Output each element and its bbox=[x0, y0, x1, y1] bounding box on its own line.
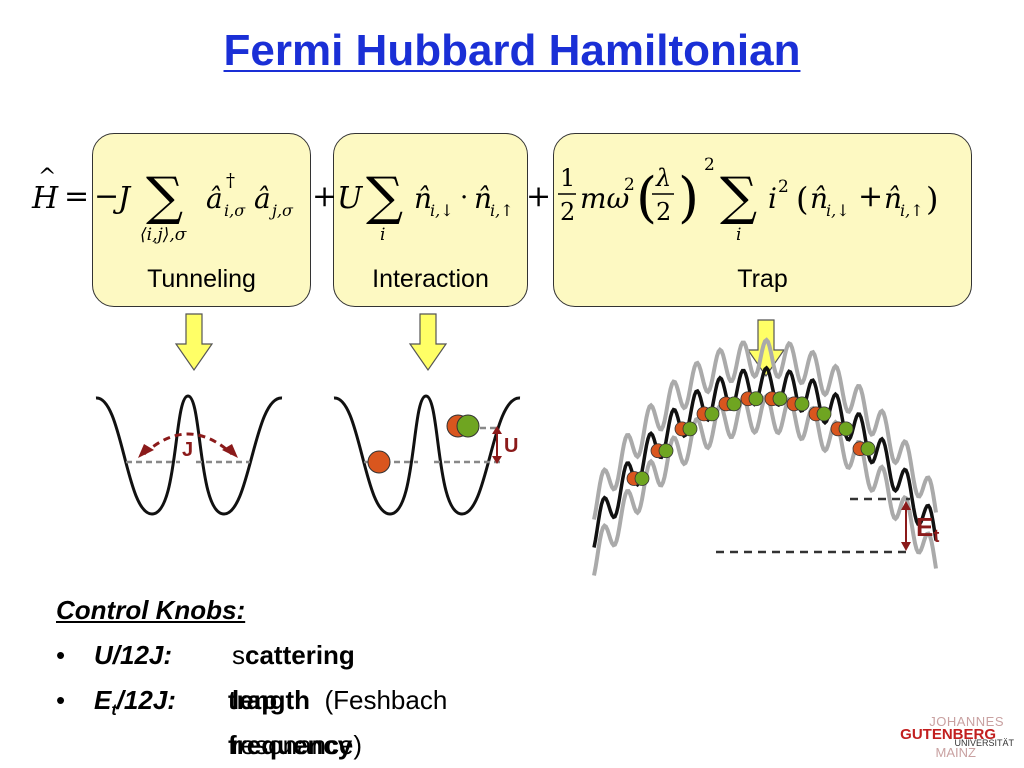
svg-text:n̂: n̂ bbox=[810, 182, 828, 215]
knob-param: E bbox=[94, 685, 112, 715]
svg-text:(: ( bbox=[636, 166, 657, 229]
atom bbox=[682, 421, 698, 437]
svg-text:H: H bbox=[31, 181, 59, 216]
control-knobs: Control Knobs: • U/12J: scattering lengt… bbox=[56, 588, 448, 760]
svg-text:n̂: n̂ bbox=[414, 182, 432, 215]
control-knobs-heading: Control Knobs: bbox=[56, 595, 246, 625]
atom bbox=[838, 421, 854, 437]
svg-text:+: + bbox=[858, 179, 883, 214]
interaction-box: Interaction bbox=[333, 133, 528, 307]
svg-text:^: ^ bbox=[38, 165, 56, 190]
svg-text:mω: mω bbox=[580, 182, 630, 215]
svg-text:2: 2 bbox=[778, 177, 789, 197]
svg-text:): ) bbox=[678, 166, 699, 229]
svg-text:2: 2 bbox=[656, 198, 671, 226]
svg-text:=: = bbox=[64, 179, 89, 214]
arrow-down-icon bbox=[174, 313, 214, 372]
trap-et-label: E bbox=[916, 512, 933, 542]
svg-text:â: â bbox=[254, 182, 271, 215]
svg-text:·: · bbox=[460, 183, 468, 213]
slide-title: Fermi Hubbard Hamiltonian bbox=[223, 26, 801, 75]
interaction-diagram: U bbox=[333, 394, 521, 516]
trap-box: Trap bbox=[553, 133, 972, 307]
svg-text:(: ( bbox=[796, 180, 808, 218]
svg-text:1: 1 bbox=[560, 164, 575, 192]
tunneling-box: Tunneling bbox=[92, 133, 311, 307]
svg-text:j,σ: j,σ bbox=[269, 201, 294, 220]
interaction-label: Interaction bbox=[372, 265, 489, 293]
list-item: • U/12J: scattering length (Feshbach res… bbox=[56, 640, 448, 760]
tunneling-j-label: J bbox=[182, 439, 193, 461]
svg-text:i,↑: i,↑ bbox=[490, 201, 514, 220]
atom bbox=[748, 391, 764, 407]
list-item: • Et/12J: trap frequency bbox=[56, 685, 353, 760]
atom bbox=[794, 396, 810, 412]
svg-text:): ) bbox=[926, 180, 938, 218]
svg-text:+: + bbox=[526, 179, 551, 214]
atom bbox=[658, 443, 674, 459]
atom bbox=[634, 471, 650, 486]
knob-value: cattering length bbox=[232, 640, 355, 715]
knob-value: trap frequency bbox=[228, 685, 353, 760]
svg-text:2: 2 bbox=[560, 198, 575, 226]
trap-label: Trap bbox=[737, 265, 788, 293]
tunneling-diagram: J bbox=[95, 394, 283, 516]
atom bbox=[860, 441, 876, 457]
svg-text:∑: ∑ bbox=[146, 167, 183, 227]
svg-text:†: † bbox=[226, 170, 235, 191]
svg-text:â: â bbox=[206, 182, 223, 215]
svg-text:i: i bbox=[736, 225, 741, 245]
atom bbox=[772, 391, 788, 407]
hamiltonian-equation: H ^ = − J ∑ ⟨i,j⟩,σ â † i,σ â j,σ + U ∑ … bbox=[31, 155, 938, 245]
svg-text:i: i bbox=[768, 182, 777, 215]
university-logo: JOHANNES GUTENBERG UNIVERSITÄT MAINZ bbox=[900, 714, 1014, 760]
svg-text:n̂: n̂ bbox=[474, 182, 492, 215]
knob-note: (Feshbach resonance) bbox=[232, 685, 448, 760]
svg-text:U: U bbox=[337, 181, 364, 216]
atom bbox=[704, 406, 720, 422]
svg-text:∑: ∑ bbox=[720, 167, 757, 227]
svg-text:n̂: n̂ bbox=[884, 182, 902, 215]
svg-text:i,↑: i,↑ bbox=[900, 201, 924, 220]
svg-text:2: 2 bbox=[704, 155, 715, 175]
svg-text:∑: ∑ bbox=[366, 167, 403, 227]
atom bbox=[726, 396, 742, 412]
svg-text:i,↓: i,↓ bbox=[826, 201, 850, 220]
knob-param: U/12J bbox=[94, 640, 164, 670]
svg-text:+: + bbox=[312, 179, 337, 214]
interaction-u-label: U bbox=[504, 435, 518, 457]
tunneling-label: Tunneling bbox=[147, 265, 256, 293]
svg-text:i: i bbox=[380, 225, 385, 245]
atom bbox=[816, 406, 832, 422]
svg-text:i,↓: i,↓ bbox=[430, 201, 454, 220]
svg-text:Et: Et bbox=[916, 512, 939, 546]
svg-text:−: − bbox=[94, 179, 119, 214]
svg-text:2: 2 bbox=[624, 175, 635, 195]
svg-text:λ: λ bbox=[655, 164, 671, 192]
svg-text:i,σ: i,σ bbox=[224, 201, 246, 220]
arrow-down-icon bbox=[408, 313, 448, 372]
svg-text:⟨i,j⟩,σ: ⟨i,j⟩,σ bbox=[140, 225, 187, 245]
trap-diagram: Et bbox=[592, 337, 939, 576]
